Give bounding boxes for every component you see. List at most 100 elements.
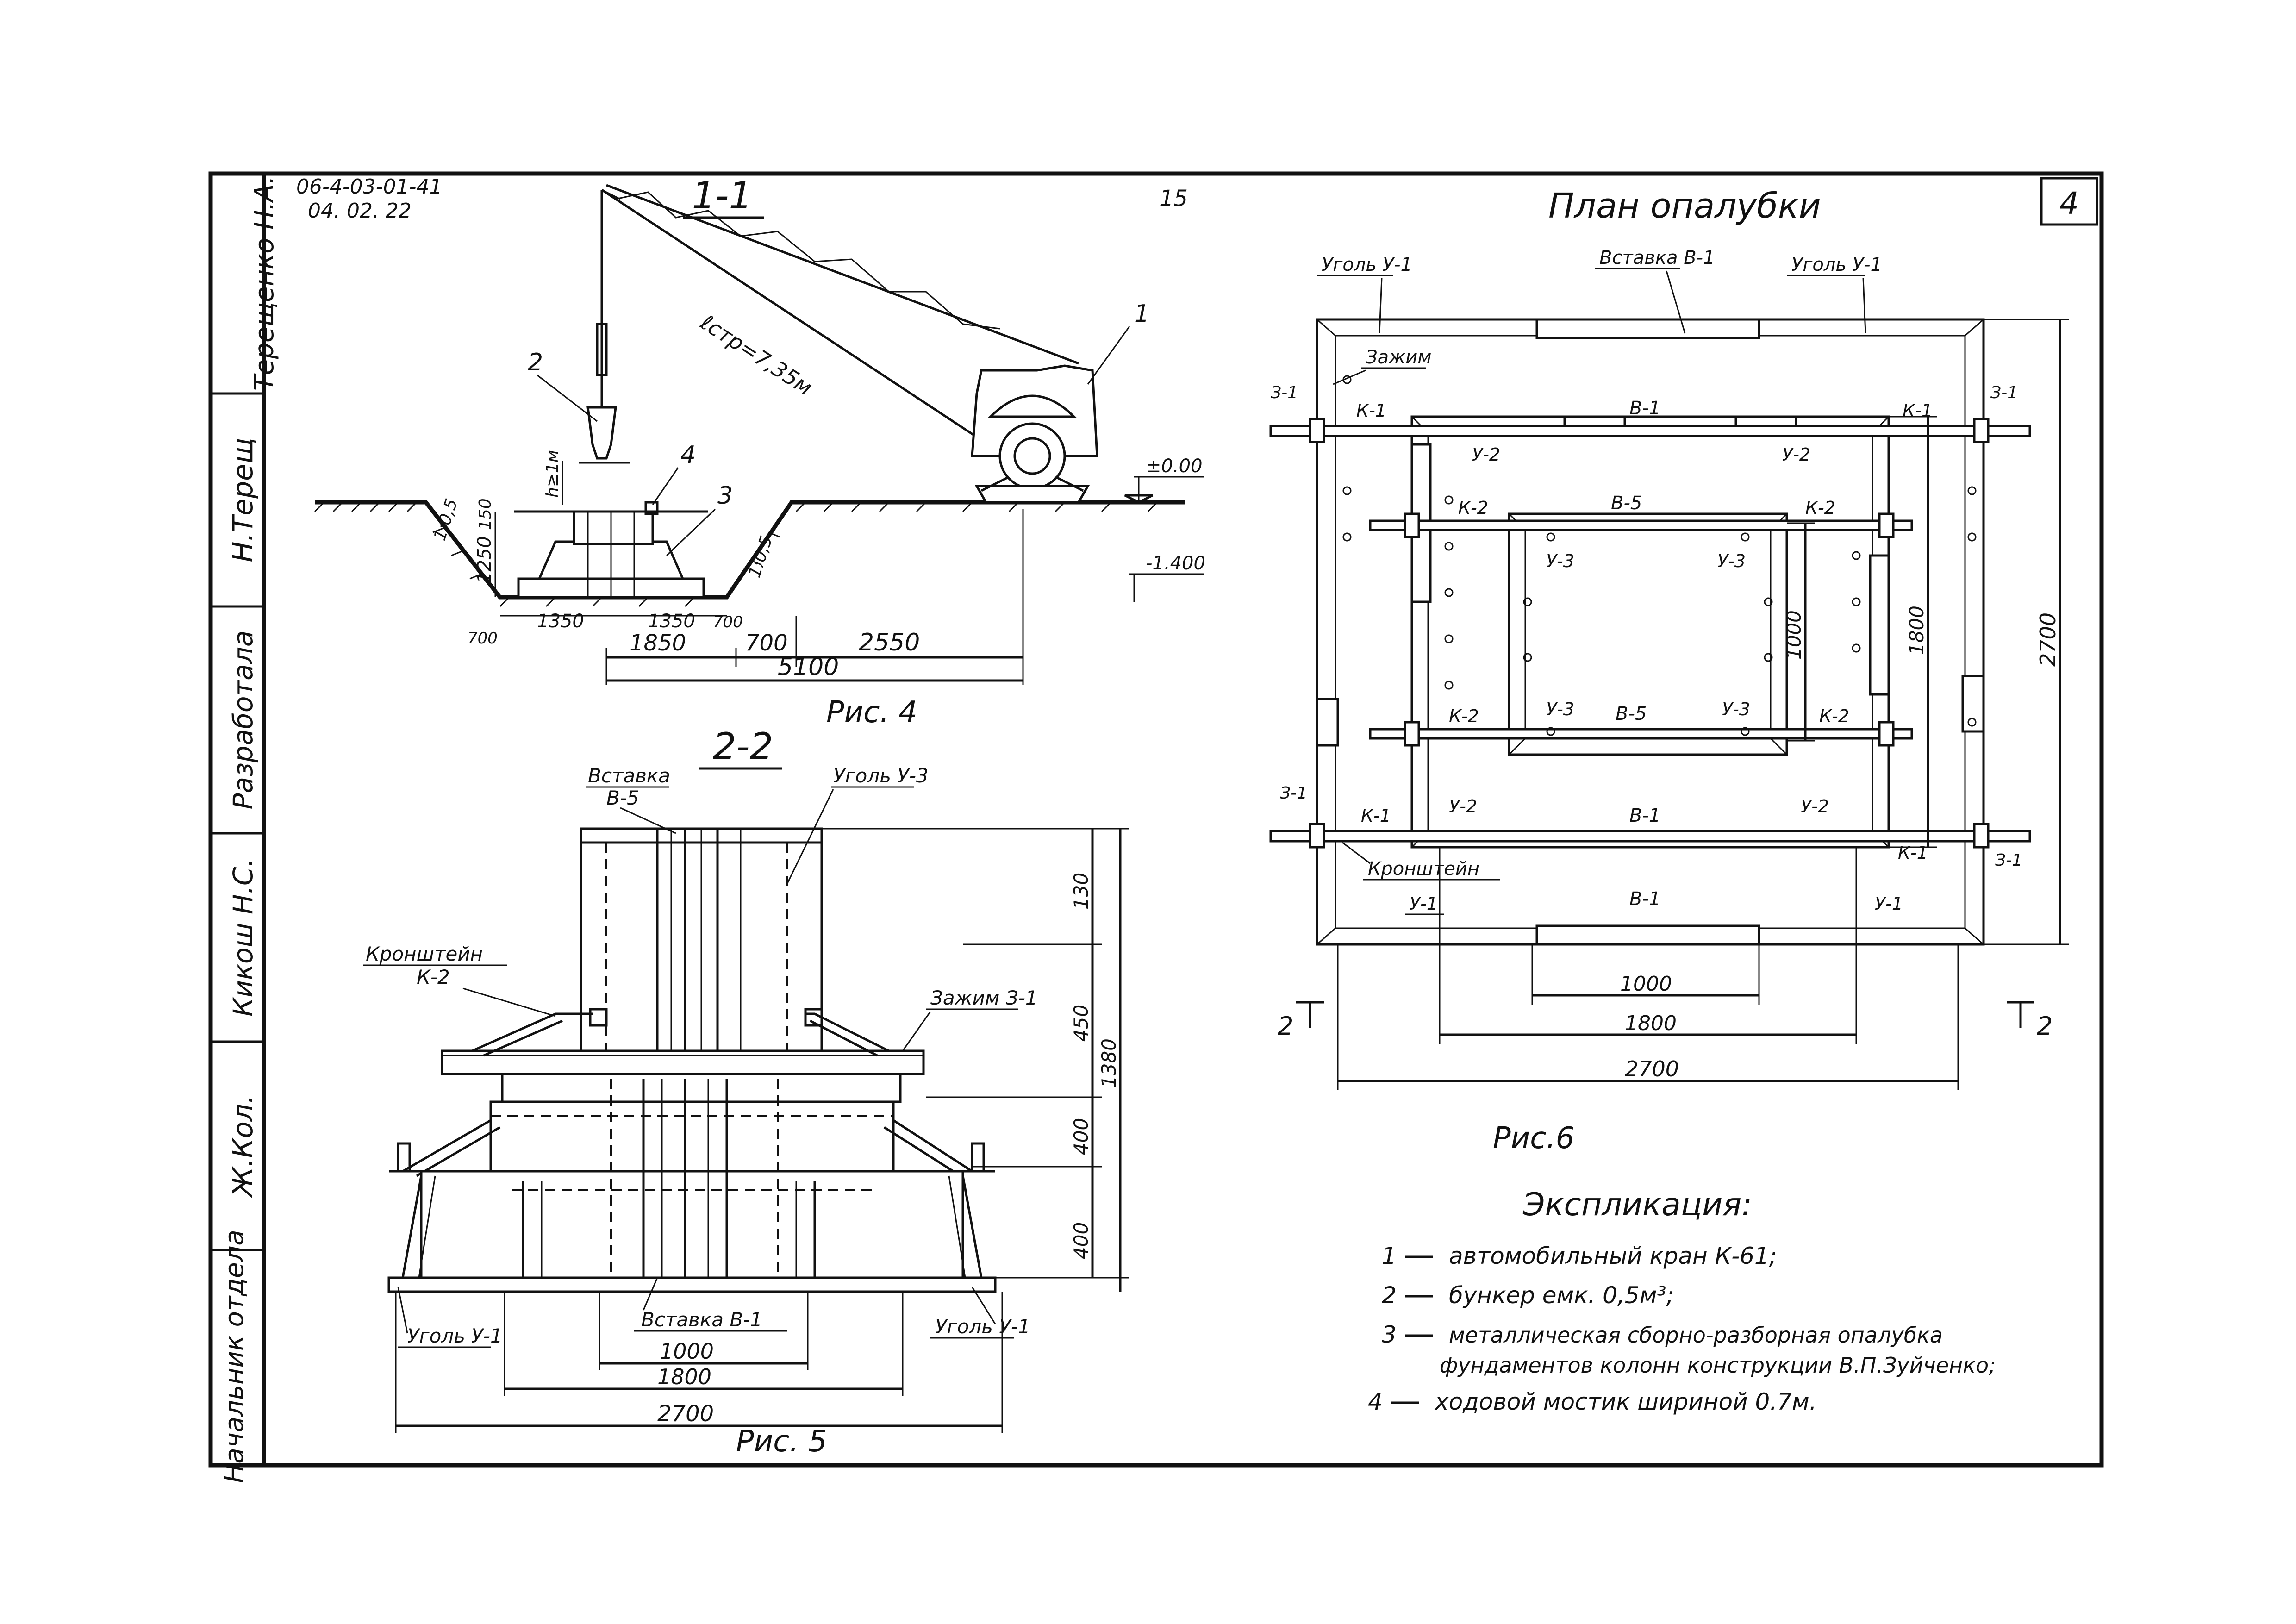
fig6-label-clamp: Зажим (1366, 347, 1431, 368)
fig6-section-mark-left: 2 (1278, 1012, 1293, 1041)
fig6-label-angle-tl: Уголь У-1 (1322, 254, 1412, 275)
sheet-page: 15 (1160, 186, 1188, 212)
fig4-dim-5100: 5100 (778, 653, 839, 681)
side-title-block: Терещенко Н.А. Н.Терещ Разработала Кикош… (219, 176, 280, 1483)
legend-item-1-num: 1 (1382, 1243, 1397, 1269)
side-name-kikosh: Кикош Н.С. (227, 858, 259, 1017)
legend-item-3-line1: металлическая сборно-разборная опалубка (1449, 1323, 1943, 1348)
fig4-elev-bottom: -1.400 (1146, 553, 1205, 574)
fig6-label-u1-br: У-1 (1875, 893, 1903, 914)
fig6-label-u2-br: У-2 (1801, 796, 1829, 817)
fig6-label-u2-tr: У-2 (1782, 444, 1810, 465)
fig6-label-b1-bot: В-1 (1629, 888, 1660, 910)
fig6-label-u2-bl: У-2 (1449, 796, 1477, 817)
fig6-label-z1-bl: З-1 (1280, 784, 1307, 803)
fig5-dim-1000: 1000 (660, 1339, 714, 1364)
fig4-callout-4: 4 (680, 441, 696, 469)
fig6-label-u1-bl: У-1 (1410, 893, 1438, 914)
fig4-elev-top: ±0.00 (1146, 456, 1203, 477)
legend-item-2-text: бункер емк. 0,5м³; (1449, 1282, 1674, 1309)
fig6-caption: Рис.6 (1493, 1121, 1574, 1156)
fig4-callout-2: 2 (528, 349, 543, 376)
fig5-section: 2-2 (363, 725, 1129, 1459)
fig6-label-k2-br: К-2 (1819, 706, 1849, 726)
side-signature-developer: Н.Терещ (227, 437, 259, 562)
fig6-label-z1-tr: З-1 (1990, 383, 2018, 402)
fig5-dim-400b: 400 (1070, 1222, 1092, 1259)
fig4-dim-700small: 700 (713, 613, 743, 631)
fig6-label-k1-br: К-1 (1898, 843, 1928, 863)
fig5-label-insert-top-1: Вставка (588, 764, 670, 787)
fig4-dim-2550: 2550 (859, 629, 920, 656)
legend-item-3-num: 3 (1382, 1321, 1397, 1348)
legend-item-4-text: ходовой мостик шириной 0.7м. (1434, 1388, 1817, 1415)
fig5-label-angle-left: Уголь У-1 (407, 1324, 503, 1347)
fig6-dim-v-1000: 1000 (1783, 610, 1805, 660)
fig5-dim-1380: 1380 (1098, 1038, 1120, 1088)
legend-item-4-num: 4 (1368, 1388, 1383, 1415)
fig4-dim-1350b: 1350 (648, 611, 695, 632)
legend-item-1-text: автомобильный кран К-61; (1449, 1243, 1777, 1269)
fig6-dim-h-1800: 1800 (1625, 1012, 1677, 1035)
fig6-label-u2-tl: У-2 (1472, 444, 1500, 465)
fig5-label-bracket-1: Кронштейн (366, 943, 483, 965)
fig4-caption: Рис. 4 (826, 695, 917, 730)
fig4-callout-3: 3 (718, 482, 733, 510)
fig5-dim-450: 450 (1070, 1005, 1092, 1042)
fig6-dim-v-2700: 2700 (2035, 612, 2060, 667)
legend-item-3-text: металлическая сборно-разборная опалубка … (1440, 1323, 1996, 1378)
fig4-dim-1250: 1250 (474, 536, 495, 583)
sheet-frame (208, 171, 2104, 1468)
fig5-label-bracket-2: К-2 (417, 966, 450, 988)
legend-title: Экспликация: (1522, 1187, 1752, 1223)
fig5-label-insert-top-2: В-5 (606, 787, 639, 809)
legend-item-3-line2: фундаментов колонн конструкции В.П.Зуйче… (1440, 1353, 1996, 1378)
fig6-label-u3-tl: У-3 (1546, 551, 1574, 571)
fig6-dim-h-1000: 1000 (1620, 972, 1672, 996)
fig6-label-u3-bl: У-3 (1546, 699, 1574, 719)
fig4-dim-1850: 1850 (630, 630, 686, 656)
fig5-label-angle-top: Уголь У-3 (833, 764, 929, 787)
fig6-label-b1-mid: В-1 (1629, 805, 1660, 826)
fig6-label-angle-tr: Уголь У-1 (1791, 254, 1882, 275)
fig6-label-k2-tl: К-2 (1458, 498, 1488, 518)
side-signature-head: Ж.Кол. (227, 1095, 259, 1199)
fig5-dim-400a: 400 (1070, 1118, 1092, 1155)
legend: Экспликация: 1 автомобильный кран К-61; … (1368, 1187, 1996, 1415)
fig5-label-angle-right: Уголь У-1 (935, 1315, 1030, 1338)
fig4-hook-height: h≥1м (543, 450, 562, 498)
fig6-label-insert-top: Вставка В-1 (1599, 247, 1715, 269)
fig6-label-k2-tr: К-2 (1805, 498, 1835, 518)
fig6-dim-h-2700: 2700 (1625, 1056, 1679, 1081)
sheet-number: 4 (2059, 186, 2079, 221)
fig6-label-u3-br: У-3 (1722, 699, 1750, 719)
fig6-label-k2-bl: К-2 (1449, 706, 1479, 726)
side-name-tereshchenko: Терещенко Н.А. (250, 176, 280, 391)
fig6-label-b5-top: В-5 (1611, 493, 1642, 514)
fig4-dim-700: 700 (745, 630, 788, 656)
fig5-label-clamp: Зажим З-1 (930, 987, 1038, 1009)
fig6-dim-v-1800: 1800 (1905, 606, 1928, 655)
fig6-label-z1-br: З-1 (1995, 851, 2022, 870)
doc-date: 04. 02. 22 (308, 199, 412, 223)
fig4-dim-100: 700 (468, 629, 498, 648)
fig5-section-title: 2-2 (713, 725, 774, 768)
fig4-slope-right: 1:0,5 (745, 533, 777, 580)
legend-item-2-num: 2 (1382, 1282, 1397, 1309)
fig6-title: План опалубки (1548, 186, 1821, 226)
fig4-section: 1-1 (314, 174, 1205, 730)
fig4-callout-1: 1 (1134, 300, 1149, 328)
fig4-slope-left: 1:0,5 (430, 496, 462, 543)
fig6-label-b1-top: В-1 (1629, 398, 1660, 419)
fig6-plan: План опалубки (1269, 186, 2069, 1156)
fig5-caption: Рис. 5 (736, 1424, 827, 1459)
fig6-label-bracket: Кронштейн (1368, 858, 1479, 880)
fig6-label-z1-tl: З-1 (1271, 383, 1298, 402)
fig6-section-mark-right: 2 (2037, 1012, 2053, 1041)
side-role-developer: Разработала (227, 631, 259, 810)
side-role-head: Начальник отдела (219, 1230, 250, 1483)
fig4-dim-150: 150 (476, 498, 495, 530)
fig4-dim-1350a: 1350 (537, 611, 584, 632)
fig4-boom-label: ℓстр=7,35м (696, 309, 817, 400)
